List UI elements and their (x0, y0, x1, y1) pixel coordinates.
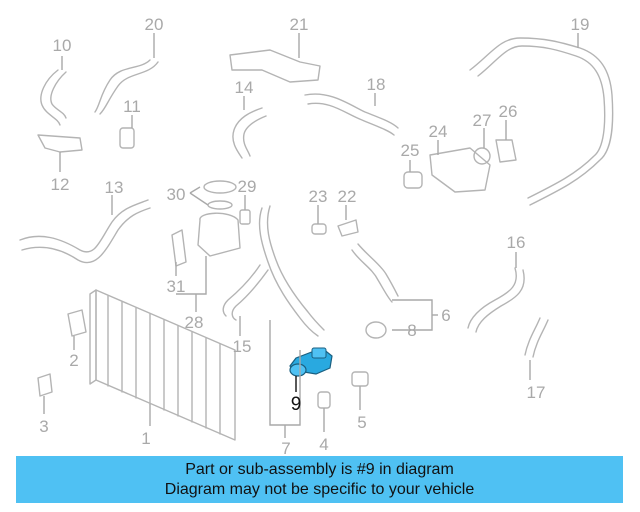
banner-line-part: Part or sub-assembly is #9 in diagram (185, 460, 454, 478)
callout-24: 24 (429, 122, 448, 141)
callout-10: 10 (53, 36, 72, 55)
callout-23: 23 (309, 187, 328, 206)
callout-25: 25 (401, 141, 420, 160)
callout-31: 31 (167, 277, 186, 296)
banner-line-disclaimer: Diagram may not be specific to your vehi… (164, 480, 475, 498)
callout-14: 14 (235, 78, 254, 97)
leader-lines (43, 33, 579, 438)
callout-18: 18 (367, 75, 386, 94)
callout-6: 6 (441, 306, 450, 325)
callout-15: 15 (233, 337, 252, 356)
callout-27: 27 (473, 111, 492, 130)
radiator-fins (107, 295, 221, 435)
callout-28: 28 (185, 313, 204, 332)
part-9-highlight[interactable] (289, 347, 333, 377)
callout-numbers: 1 2 3 4 5 6 7 8 9 10 11 12 13 14 15 16 1… (39, 15, 589, 458)
callout-8: 8 (407, 321, 416, 340)
callout-13: 13 (105, 178, 124, 197)
callout-19: 19 (571, 15, 590, 34)
callout-9: 9 (291, 394, 302, 415)
callout-2: 2 (69, 351, 78, 370)
part-drawings (19, 37, 614, 441)
callout-12: 12 (51, 175, 70, 194)
callout-20: 20 (145, 15, 164, 34)
info-banner: Part or sub-assembly is #9 in diagram Di… (16, 456, 623, 503)
callout-1: 1 (141, 429, 150, 448)
callout-11: 11 (123, 97, 141, 116)
callout-5: 5 (357, 413, 366, 432)
callout-21: 21 (290, 15, 309, 34)
callout-17: 17 (527, 383, 546, 402)
callout-22: 22 (338, 187, 357, 206)
callout-30: 30 (167, 185, 186, 204)
callout-26: 26 (499, 102, 518, 121)
callout-4: 4 (319, 435, 328, 454)
callout-29: 29 (238, 177, 257, 196)
callout-7: 7 (281, 439, 290, 458)
callout-3: 3 (39, 417, 48, 436)
callout-16: 16 (507, 233, 526, 252)
